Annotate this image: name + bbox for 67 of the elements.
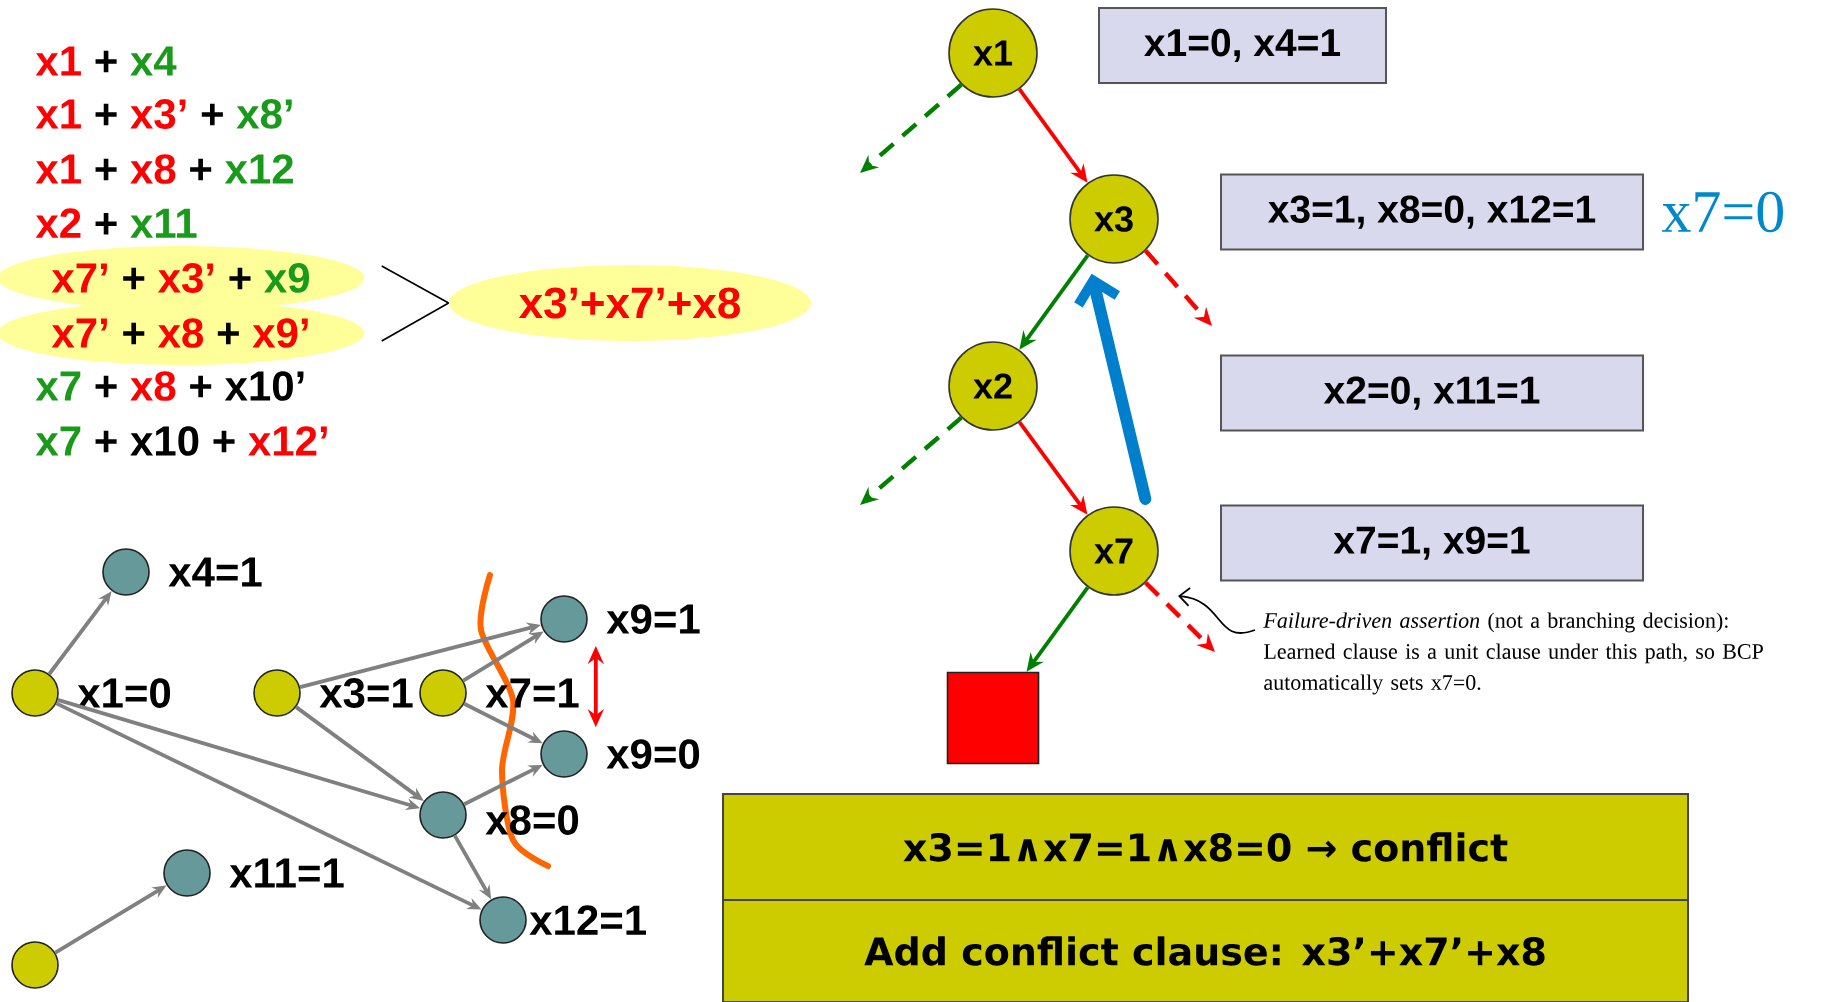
line — [380, 265, 450, 304]
label: + — [201, 103, 223, 126]
node-label: x3’ — [157, 263, 214, 293]
assignment-label: x7=0 — [1661, 191, 1783, 233]
line — [380, 302, 450, 342]
implication-circle — [11, 669, 59, 717]
label: x8’ — [236, 99, 292, 129]
label: x3’ — [130, 99, 186, 129]
annotation-text: Failure-driven assertion (not a branching decision): Learned clause is a unit clause under this path, so BCP automatically sets x7=0. — [1263, 612, 1763, 695]
implication-circle — [540, 730, 588, 778]
conflict-box: Add conflict clause: x3’+x7’+x8 — [722, 899, 1689, 1002]
clause-text: x7 + x10 + x12’ — [35, 426, 327, 456]
node-label: x9 — [264, 263, 310, 293]
implication-circle — [253, 669, 301, 717]
clause-text: x1 + x8 + x12 — [35, 154, 293, 184]
value-label: x4=1 — [168, 557, 262, 587]
label: x12 — [224, 154, 293, 184]
implication-circle — [419, 791, 467, 839]
label: + — [95, 103, 117, 126]
assignment-box: x7=1, x9=1 — [1220, 504, 1644, 582]
label: x10 — [130, 426, 199, 456]
label: x12’ — [248, 426, 327, 456]
node-label: + — [217, 322, 239, 345]
backtrack-arrow — [1074, 273, 1152, 505]
clause-text: x1 + x3’ + x8’ — [35, 99, 292, 129]
label: x1 — [35, 99, 81, 129]
node-label: + — [123, 322, 145, 345]
leader-line — [1178, 587, 1256, 634]
implication-circle — [479, 896, 527, 944]
assignment-box: x3=1, x8=0, x12=1 — [1220, 173, 1644, 251]
label: + — [95, 430, 117, 453]
value-label: x1=0 — [77, 678, 171, 708]
conflict-box: x3=1∧x7=1∧x8=0 → conflict — [722, 793, 1689, 901]
implication-circle — [540, 595, 588, 643]
label: x1 — [35, 154, 81, 184]
implication-circle — [163, 849, 211, 897]
value-label: x9=0 — [606, 739, 700, 769]
assignment-box: x1=0, x4=1 — [1098, 7, 1387, 84]
conflict-square — [946, 671, 1040, 765]
label: x8 — [130, 154, 176, 184]
value-label: x3=1 — [319, 678, 413, 708]
value-label: x9=1 — [606, 604, 700, 634]
node-label: Add conflict clause: x3’+x7’+x8 — [864, 936, 1545, 966]
label: x7 — [35, 426, 81, 456]
label: + — [190, 375, 212, 398]
node-label: x9’ — [252, 318, 308, 348]
label: + — [95, 375, 117, 398]
implication-circle — [419, 669, 467, 717]
node-label: x7’ — [51, 263, 107, 293]
label: x7 — [35, 371, 81, 401]
implication-circle — [11, 941, 59, 989]
label: x10’ — [224, 371, 304, 401]
implication-circle — [102, 548, 150, 596]
label: x8 — [130, 371, 176, 401]
clause-text: x1 + x4 — [35, 46, 177, 76]
value-label: x11=1 — [229, 858, 344, 888]
node-label: x7’ — [51, 318, 107, 348]
clause-text: x7 + x8 + x10’ — [35, 371, 304, 401]
value-label: x12=1 — [529, 905, 646, 935]
clause-text: x2 + x11 — [35, 208, 197, 238]
label: + — [213, 430, 235, 453]
assignment-box: x2=0, x11=1 — [1220, 354, 1644, 432]
label: + — [95, 158, 117, 181]
label: + — [190, 158, 212, 181]
node-label: + — [123, 267, 145, 290]
node-label: x8 — [157, 318, 204, 348]
node-label: + — [229, 267, 251, 290]
